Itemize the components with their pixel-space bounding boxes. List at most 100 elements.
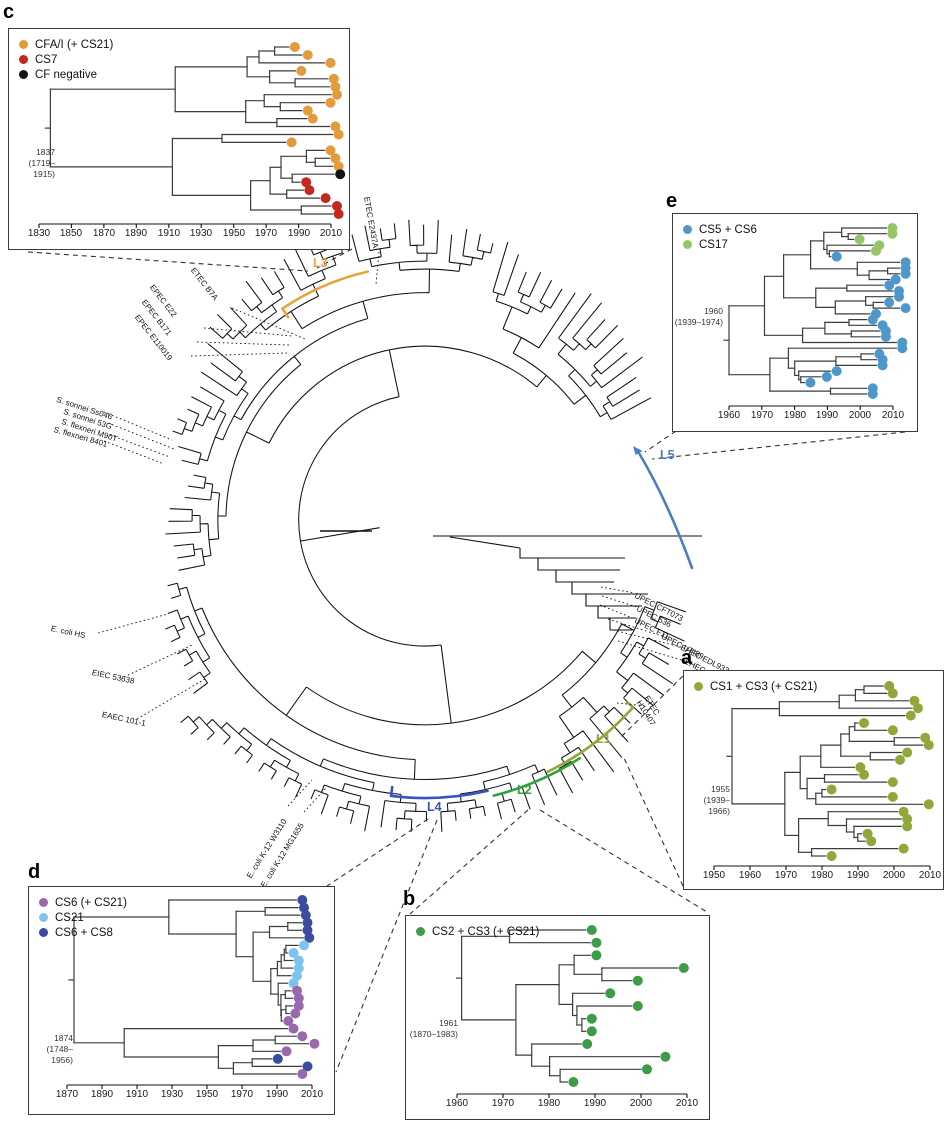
legend-item: CS1 + CS3 (+ CS21) — [694, 679, 817, 694]
panel-letter-a: a — [681, 647, 693, 669]
panel-c: CFA/I (+ CS21) CS7 CF negative 1837 (171… — [8, 28, 350, 250]
axis-tick: 1970 — [254, 228, 278, 239]
axis-tick: 2010 — [881, 410, 905, 421]
root-ci: (1748–1956) — [46, 1044, 73, 1066]
legend-dot — [39, 928, 48, 937]
panel-e: CS5 + CS6 CS17 1960 (1939–1974) 1960 197… — [672, 213, 918, 432]
axis-tick: 1990 — [846, 870, 870, 881]
legend-label: CS5 + CS6 — [699, 223, 757, 236]
panel-a-tree — [713, 681, 934, 870]
axis-tick: 1970 — [750, 410, 774, 421]
root-age-label: 1837 (1719–1915) — [9, 147, 55, 180]
axis-tick: 1970 — [774, 870, 798, 881]
axis-tick: 1950 — [222, 228, 246, 239]
axis-tick: 1930 — [189, 228, 213, 239]
legend-item: CS7 — [19, 52, 113, 67]
axis-tick: 1930 — [160, 1089, 184, 1100]
legend-dot — [19, 55, 28, 64]
legend-label: CF negative — [35, 68, 98, 81]
panel-b: CS2 + CS3 (+ CS21) 1961 (1870–1983) 1960… — [405, 915, 710, 1120]
panel-c-tree — [38, 42, 346, 228]
axis-tick: 1910 — [125, 1089, 149, 1100]
axis-tick: 1980 — [783, 410, 807, 421]
lineage-arc-l5 — [637, 451, 694, 570]
axis-tick: 1970 — [491, 1098, 515, 1109]
legend-item: CS6 + CS8 — [39, 925, 127, 940]
axis-tick: 1990 — [815, 410, 839, 421]
axis-tick: 2000 — [848, 410, 872, 421]
legend-item: CS17 — [683, 237, 757, 252]
axis-tick: 1960 — [445, 1098, 469, 1109]
lineage-label-l2: L2 — [517, 783, 532, 797]
axis-tick: 1910 — [157, 228, 181, 239]
root-age-label: 1961 (1870–1983) — [406, 1018, 458, 1040]
panel-a-legend: CS1 + CS3 (+ CS21) — [694, 679, 817, 694]
root-age-label: 1874 (1748–1956) — [29, 1033, 73, 1066]
panel-connectors — [27, 248, 915, 1073]
strain-leaders — [97, 251, 686, 813]
lineage-label-l3: L3 — [313, 256, 328, 270]
root-date: 1837 — [36, 147, 55, 157]
axis-tick: 2010 — [300, 1089, 324, 1100]
legend-item: CF negative — [19, 67, 113, 82]
root-ci: (1939–1974) — [674, 317, 723, 328]
panel-letter-c: c — [3, 1, 15, 23]
legend-item: CS5 + CS6 — [683, 222, 757, 237]
legend-dot — [39, 913, 48, 922]
lineage-arc-l2 — [492, 756, 581, 797]
panel-a: CS1 + CS3 (+ CS21) 1955 (1939–1966) 1950… — [683, 670, 944, 890]
legend-label: CS7 — [35, 53, 58, 66]
axis-tick: 2000 — [882, 870, 906, 881]
panel-c-legend: CFA/I (+ CS21) CS7 CF negative — [19, 37, 113, 82]
panel-e-tree — [723, 223, 911, 410]
root-age-label: 1960 (1939–1974) — [673, 306, 723, 328]
legend-dot — [19, 40, 28, 49]
axis-tick: 1870 — [92, 228, 116, 239]
root-date: 1955 — [711, 784, 730, 794]
panel-d-legend: CS6 (+ CS21) CS21 CS6 + CS8 — [39, 895, 127, 940]
legend-dot — [39, 898, 48, 907]
legend-item: CS2 + CS3 (+ CS21) — [416, 924, 539, 939]
legend-label: CS17 — [699, 238, 728, 251]
panel-b-tree — [456, 925, 689, 1098]
axis-tick: 1870 — [55, 1089, 79, 1100]
legend-dot — [694, 682, 703, 691]
lineage-arc-l4 — [389, 785, 489, 800]
axis-tick: 2010 — [918, 870, 942, 881]
axis-tick: 2000 — [629, 1098, 653, 1109]
legend-item: CFA/I (+ CS21) — [19, 37, 113, 52]
legend-dot — [683, 240, 692, 249]
root-date: 1961 — [439, 1018, 458, 1028]
axis-tick: 1950 — [195, 1089, 219, 1100]
axis-tick: 1960 — [717, 410, 741, 421]
axis-tick: 1890 — [90, 1089, 114, 1100]
axis-tick: 1890 — [124, 228, 148, 239]
legend-label: CS2 + CS3 (+ CS21) — [432, 925, 540, 938]
axis-tick: 1990 — [287, 228, 311, 239]
legend-dot — [19, 70, 28, 79]
axis-tick: 1970 — [230, 1089, 254, 1100]
legend-label: CS6 + CS8 — [55, 926, 113, 939]
axis-tick: 1950 — [702, 870, 726, 881]
axis-tick: 1980 — [537, 1098, 561, 1109]
legend-dot — [416, 927, 425, 936]
legend-label: CS21 — [55, 911, 84, 924]
lineage-label-l5: L5 — [660, 448, 675, 462]
lineage-label-l4: L4 — [427, 800, 442, 814]
panel-e-legend: CS5 + CS6 CS17 — [683, 222, 757, 252]
panel-letter-e: e — [666, 190, 678, 212]
legend-item: CS6 (+ CS21) — [39, 895, 127, 910]
panel-b-legend: CS2 + CS3 (+ CS21) — [416, 924, 539, 939]
axis-tick: 1850 — [59, 228, 83, 239]
axis-tick: 1830 — [27, 228, 51, 239]
root-ci: (1719–1915) — [28, 158, 55, 180]
legend-label: CS1 + CS3 (+ CS21) — [710, 680, 818, 693]
axis-tick: 1960 — [738, 870, 762, 881]
root-age-label: 1955 (1939–1966) — [684, 784, 730, 817]
axis-tick: 1990 — [583, 1098, 607, 1109]
lineage-arrow-l5 — [633, 446, 643, 455]
axis-tick: 2010 — [319, 228, 343, 239]
root-ci: (1870–1983) — [409, 1029, 458, 1040]
lineage-label-l1: L1 — [596, 732, 611, 746]
